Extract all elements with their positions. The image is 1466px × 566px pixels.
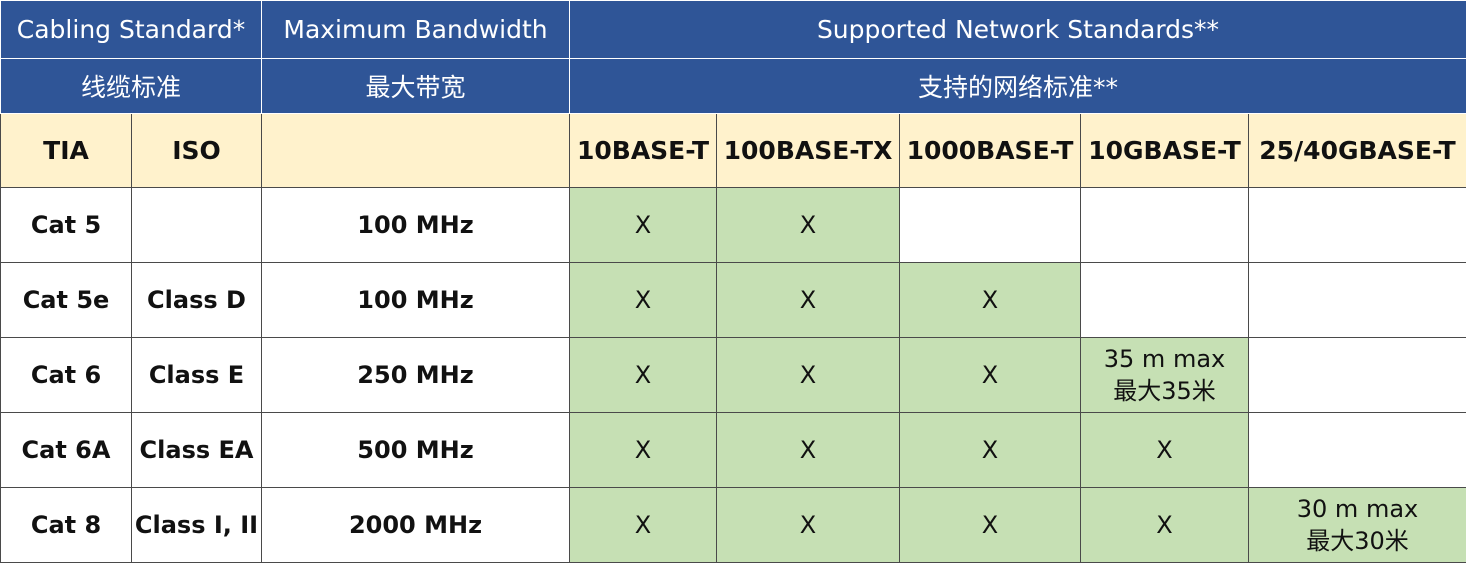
support-cell: X (1080, 412, 1249, 488)
support-cell (899, 187, 1081, 263)
iso-cell (131, 187, 262, 263)
support-note-cell: 30 m max 最大30米 (1248, 487, 1466, 563)
support-cell: X (1080, 487, 1249, 563)
support-cell: X (716, 337, 900, 413)
support-cell: X (899, 412, 1081, 488)
tia-cell: Cat 6A (0, 412, 132, 488)
tia-column-header: TIA (0, 113, 132, 188)
support-mark: X (799, 286, 817, 314)
support-cell: X (899, 487, 1081, 563)
bandwidth-cell: 250 MHz (261, 337, 570, 413)
tia-cell: Cat 5 (0, 187, 132, 263)
support-cell: X (716, 262, 900, 338)
table-row: Cat 5 100 MHz X X (0, 187, 1466, 263)
support-mark: X (634, 361, 652, 389)
support-mark: X (981, 286, 999, 314)
support-mark: X (799, 211, 817, 239)
support-cell (1080, 262, 1249, 338)
distance-note-en: 35 m max (1103, 344, 1226, 373)
network-column-header: 100BASE-TX (716, 113, 900, 188)
iso-cell: Class I, II (131, 487, 262, 563)
bandwidth-cell: 100 MHz (261, 262, 570, 338)
support-mark: X (981, 361, 999, 389)
distance-note-zh: 最大35米 (1113, 377, 1216, 405)
support-cell (1248, 187, 1466, 263)
support-cell: X (569, 487, 717, 563)
distance-note-en: 30 m max (1296, 494, 1419, 523)
support-cell: X (899, 262, 1081, 338)
support-cell (1248, 262, 1466, 338)
support-cell: X (716, 187, 900, 263)
support-mark: X (1156, 436, 1173, 464)
iso-column-header: ISO (131, 113, 262, 188)
maximum-bandwidth-header: Maximum Bandwidth (261, 0, 570, 59)
support-cell: X (716, 487, 900, 563)
support-mark: X (634, 436, 652, 464)
table-row: Cat 8 Class I, II 2000 MHz X X X X 30 m … (0, 487, 1466, 563)
support-cell: X (716, 412, 900, 488)
table-row: Cat 6A Class EA 500 MHz X X X X (0, 412, 1466, 488)
support-mark: X (634, 211, 652, 239)
network-column-header: 10BASE-T (569, 113, 717, 188)
supported-network-standards-header-zh: 支持的网络标准** (569, 58, 1466, 114)
support-mark: X (799, 436, 817, 464)
header-row-chinese: 线缆标准 最大带宽 支持的网络标准** (0, 58, 1466, 114)
subheader-row: TIA ISO 10BASE-T 100BASE-TX 1000BASE-T 1… (0, 113, 1466, 188)
network-column-header: 1000BASE-T (899, 113, 1081, 188)
support-cell: X (899, 337, 1081, 413)
support-mark: X (799, 511, 817, 539)
tia-cell: Cat 6 (0, 337, 132, 413)
network-column-header: 10GBASE-T (1080, 113, 1249, 188)
support-cell: X (569, 262, 717, 338)
header-row-english: Cabling Standard* Maximum Bandwidth Supp… (0, 0, 1466, 59)
support-mark: X (799, 361, 817, 389)
iso-cell: Class D (131, 262, 262, 338)
support-mark: X (1156, 511, 1173, 539)
support-cell (1248, 337, 1466, 413)
support-cell: X (569, 337, 717, 413)
support-mark: X (981, 511, 999, 539)
supported-network-standards-header: Supported Network Standards** (569, 0, 1466, 59)
support-note-cell: 35 m max 最大35米 (1080, 337, 1249, 413)
cabling-standard-header-zh: 线缆标准 (0, 58, 262, 114)
support-cell (1248, 412, 1466, 488)
support-mark: X (981, 436, 999, 464)
tia-cell: Cat 8 (0, 487, 132, 563)
bandwidth-column-header (261, 113, 570, 188)
bandwidth-cell: 500 MHz (261, 412, 570, 488)
iso-cell: Class EA (131, 412, 262, 488)
bandwidth-cell: 2000 MHz (261, 487, 570, 563)
maximum-bandwidth-header-zh: 最大带宽 (261, 58, 570, 114)
table-row: Cat 5e Class D 100 MHz X X X (0, 262, 1466, 338)
support-mark: X (634, 286, 652, 314)
iso-cell: Class E (131, 337, 262, 413)
support-cell: X (569, 187, 717, 263)
distance-note-zh: 最大30米 (1306, 527, 1409, 555)
cabling-standard-header: Cabling Standard* (0, 0, 262, 59)
table-row: Cat 6 Class E 250 MHz X X X 35 m max 最大3… (0, 337, 1466, 413)
support-cell: X (569, 412, 717, 488)
support-mark: X (634, 511, 652, 539)
tia-cell: Cat 5e (0, 262, 132, 338)
network-column-header: 25/40GBASE-T (1248, 113, 1466, 188)
support-cell (1080, 187, 1249, 263)
bandwidth-cell: 100 MHz (261, 187, 570, 263)
